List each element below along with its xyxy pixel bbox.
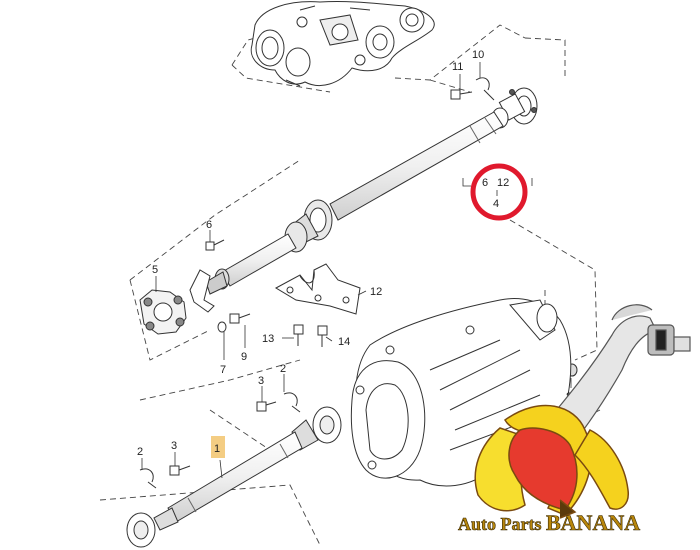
- brand-prefix: Auto Parts: [458, 514, 546, 534]
- callout-7: 7: [220, 364, 226, 376]
- leader-lines: [141, 62, 572, 479]
- callout-1: 1: [214, 443, 220, 455]
- brand-name: BANANA: [546, 510, 640, 535]
- callout-12: 12: [497, 177, 509, 189]
- callout-3: 3: [258, 375, 264, 387]
- callout-13: 13: [262, 333, 274, 345]
- rear-differential: [250, 0, 435, 87]
- callout-6: 6: [482, 177, 488, 189]
- callout-2: 2: [137, 446, 143, 458]
- center-bearing-bracket: [274, 263, 361, 315]
- callout-12: 12: [370, 286, 382, 298]
- fasteners: [139, 77, 578, 489]
- callout-14: 14: [338, 336, 350, 348]
- callout-6: 6: [206, 219, 212, 231]
- callout-5: 5: [152, 264, 158, 276]
- banana-logo-icon: [474, 404, 629, 519]
- callout-3: 3: [171, 440, 177, 452]
- upper-propeller-shaft: [205, 111, 504, 295]
- callout-2: 2: [280, 363, 286, 375]
- callout-labels: 1 2 2 3 3 4 5 6 6 7 8 9 10 11 12 12 13 1…: [137, 49, 572, 458]
- callout-9: 9: [241, 351, 247, 363]
- callout-4: 4: [493, 198, 499, 210]
- brand-logo: Auto Parts BANANA: [458, 510, 640, 535]
- lower-propeller-shaft: [126, 406, 342, 548]
- callout-11: 11: [452, 61, 463, 73]
- callout-10: 10: [472, 49, 484, 61]
- highlight-circle: [470, 163, 528, 221]
- part-1-highlight: [211, 436, 225, 458]
- flex-disc: [139, 269, 215, 335]
